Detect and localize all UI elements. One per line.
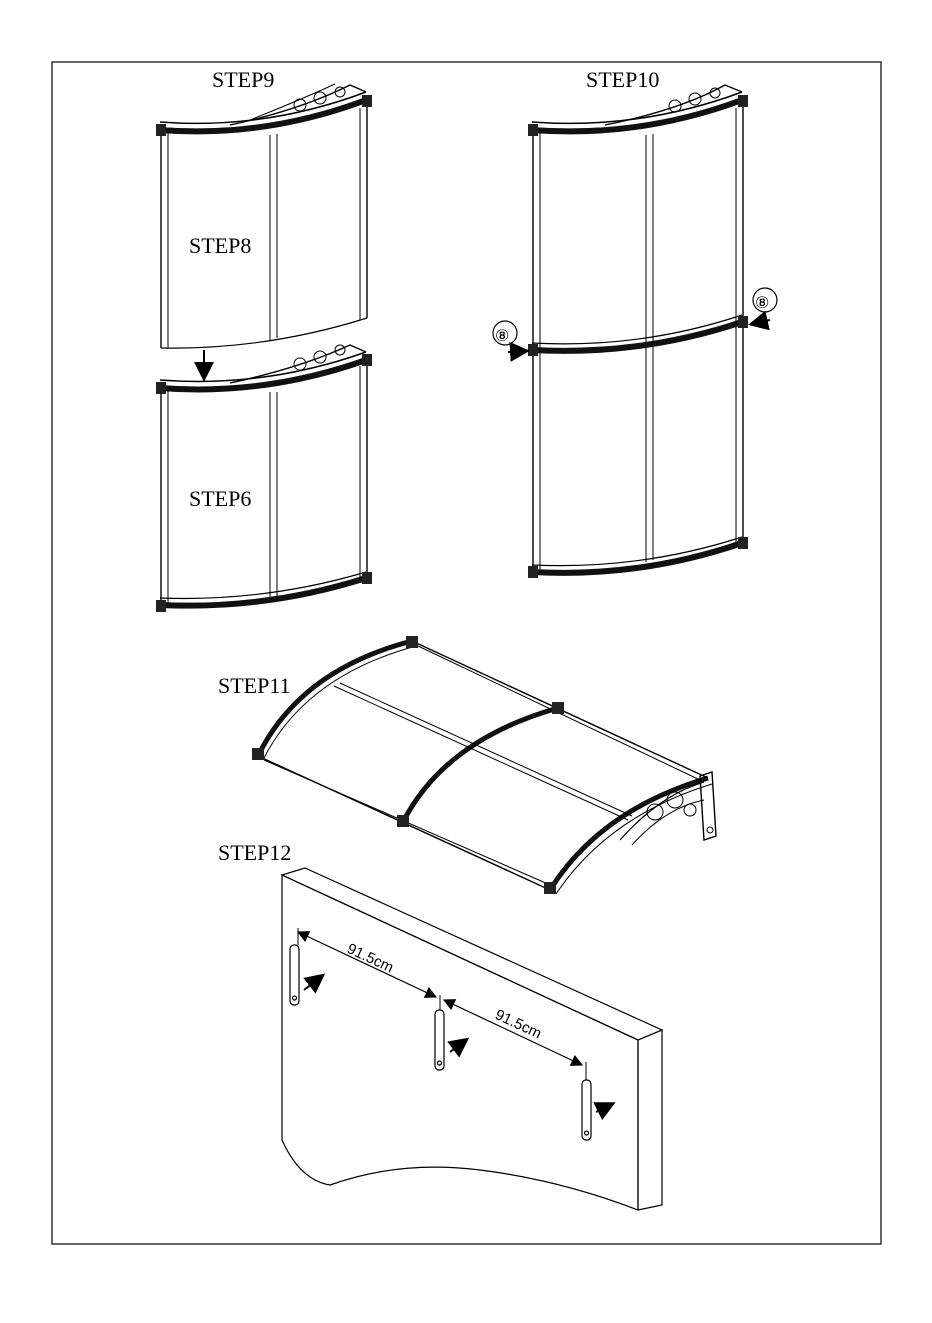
insert-arrow-left [508,351,526,352]
step6-label: STEP6 [189,486,251,511]
step11-canopy [252,636,716,894]
dimension-label-1: 91.5cm [344,940,396,976]
page-frame [52,62,881,1244]
wall-bracket-1 [290,945,322,1005]
step6-panel [156,345,372,612]
insert-arrow-right [752,320,770,324]
step9-label: STEP9 [212,67,274,92]
step11-label: STEP11 [218,673,291,698]
dimension-line-2 [444,1000,582,1065]
step10-label: STEP10 [586,67,659,92]
wall-bracket-3 [582,1080,612,1140]
step9-assembly [156,84,372,612]
step8-label: STEP8 [189,233,251,258]
wall-bracket-2 [435,1010,466,1070]
part-callout-right: ⑧ [755,295,769,312]
step12-label: STEP12 [218,840,291,865]
dimension-label-2: 91.5cm [492,1006,544,1042]
step10-assembly [493,85,777,578]
part-callout-left: ⑧ [495,328,509,345]
step8-panel [156,84,372,348]
step12-wall [282,868,662,1210]
